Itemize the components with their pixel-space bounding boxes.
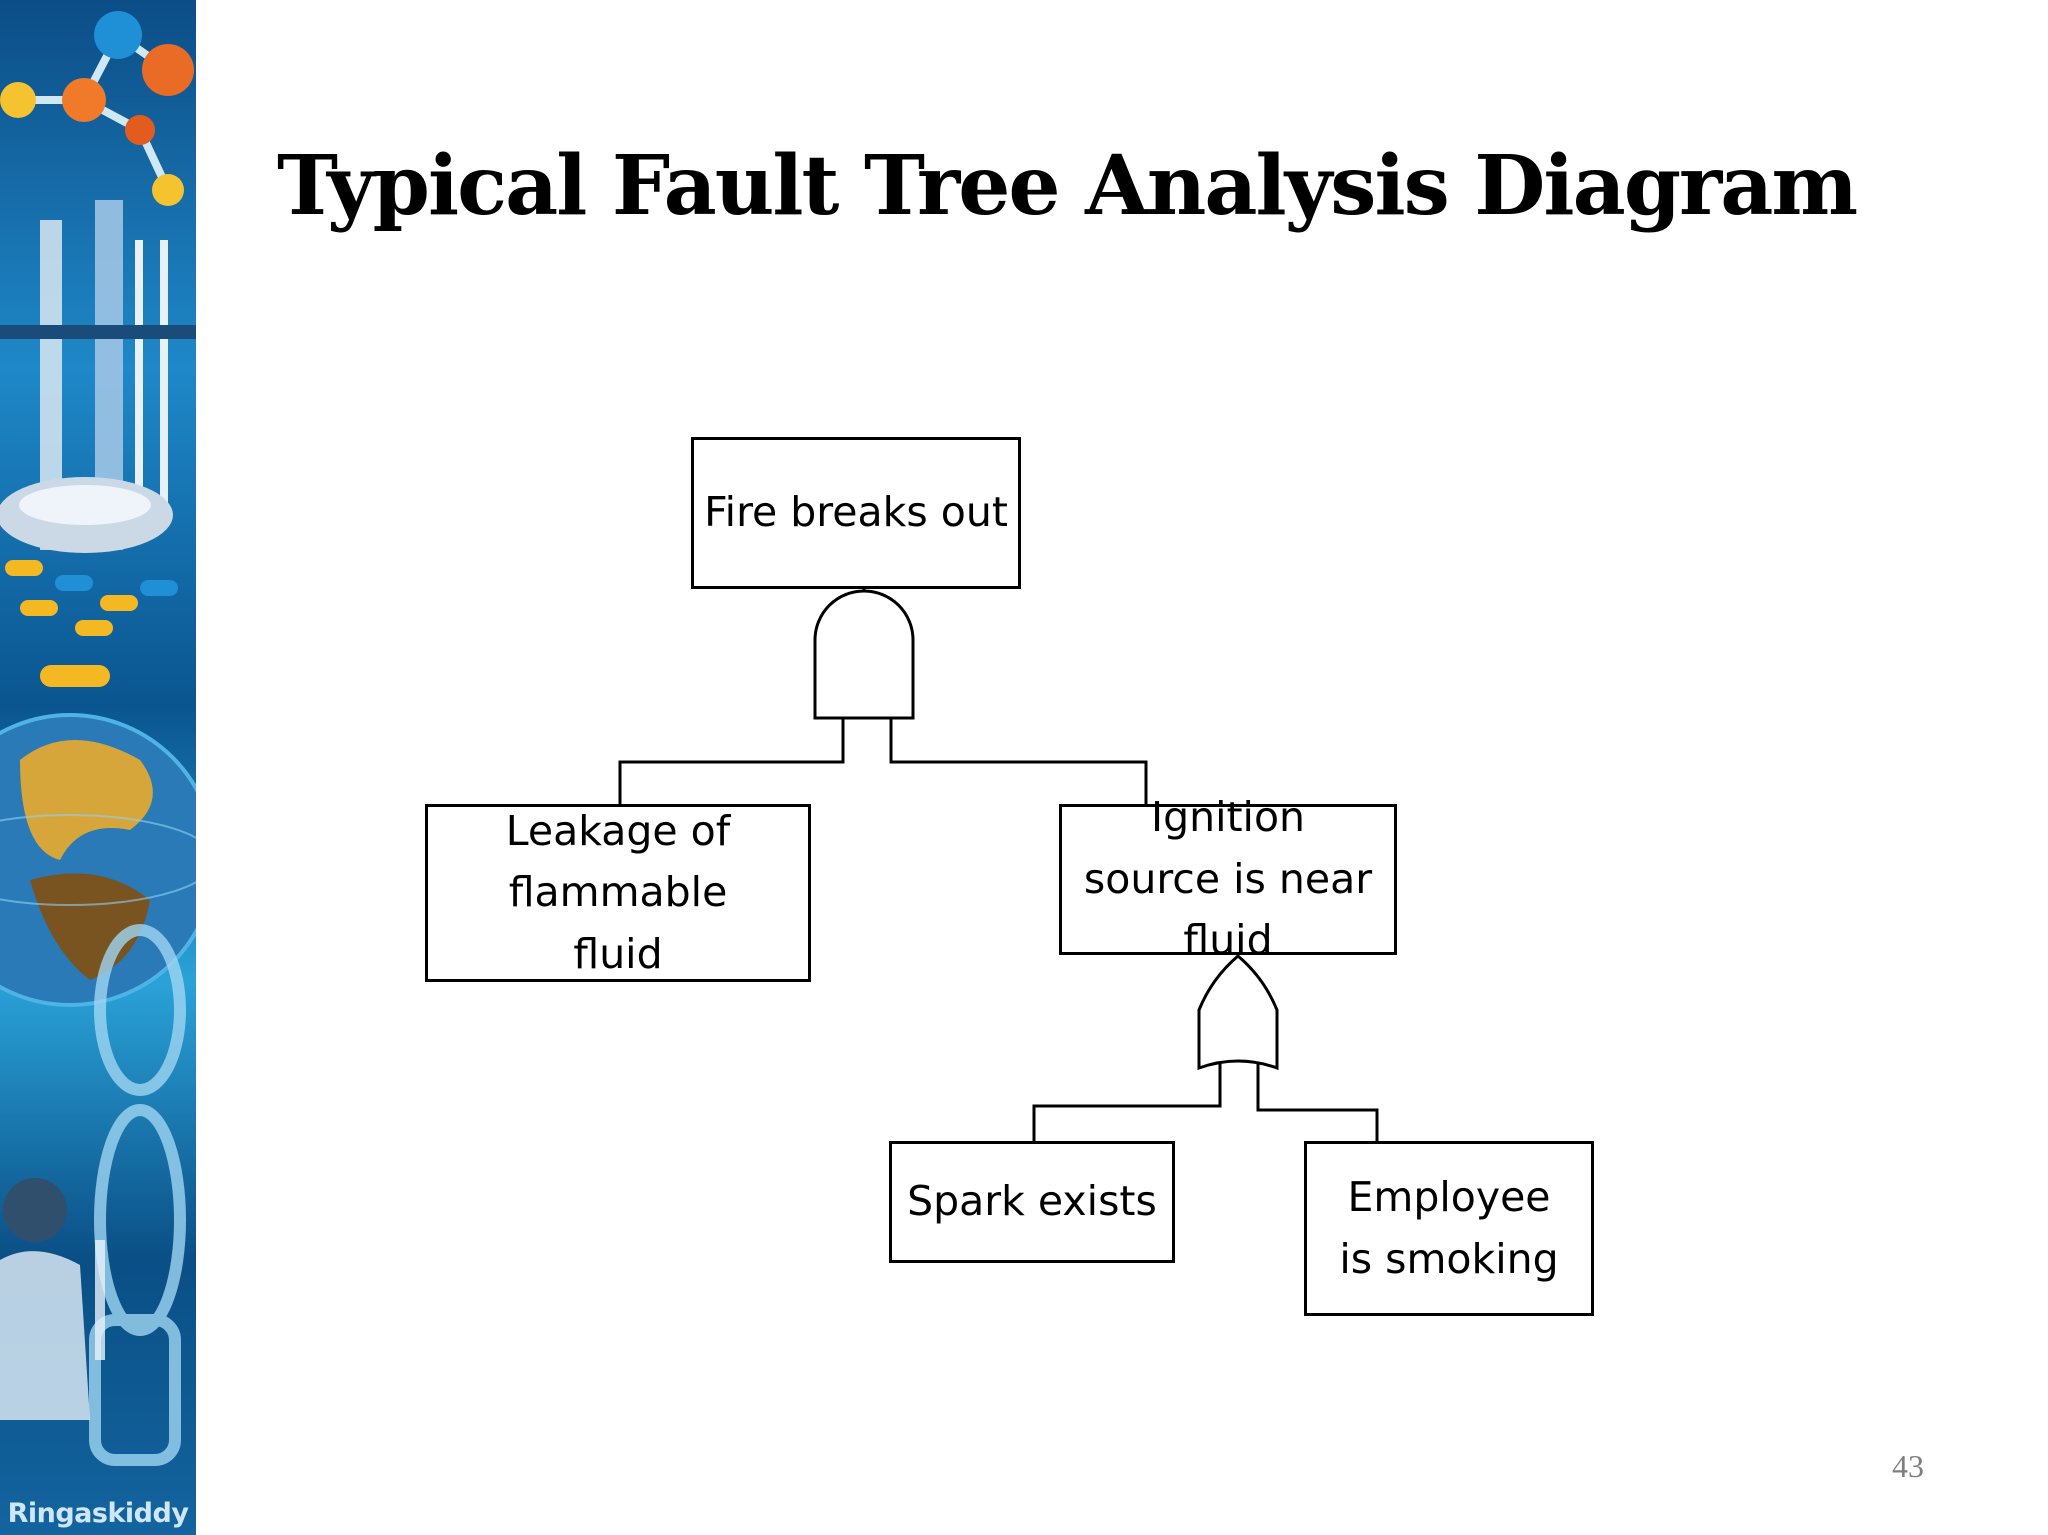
event-fire-breaks-out: Fire breaks out xyxy=(691,437,1021,589)
molecule-icon xyxy=(0,11,194,206)
sidebar-artwork xyxy=(0,11,196,1466)
event-employee-is-smoking: Employee is smoking xyxy=(1304,1141,1594,1316)
event-leakage-of-flammable-fluid: Leakage of flammable fluid xyxy=(425,804,811,982)
logo-ring-icon xyxy=(89,924,186,1466)
scientist-icon xyxy=(0,1178,105,1420)
connector-ignition xyxy=(889,718,1148,804)
reactor-icon xyxy=(0,200,196,553)
decorative-sidebar: Ringaskiddy xyxy=(0,0,196,1535)
event-spark-exists: Spark exists xyxy=(889,1141,1175,1263)
and-gate-symbol xyxy=(813,589,915,720)
or-gate-body xyxy=(1197,954,1279,1071)
event-ignition-source-near-fluid: Ignition source is near fluid xyxy=(1059,793,1397,964)
connector-leakage xyxy=(618,718,845,804)
connector-smoking xyxy=(1256,1064,1379,1143)
page-number: 43 xyxy=(1892,1448,1924,1484)
slide-title: Typical Fault Tree Analysis Diagram xyxy=(277,138,1858,234)
connector-spark xyxy=(1032,1064,1222,1143)
sidebar-credit: Ringaskiddy xyxy=(7,1498,189,1529)
